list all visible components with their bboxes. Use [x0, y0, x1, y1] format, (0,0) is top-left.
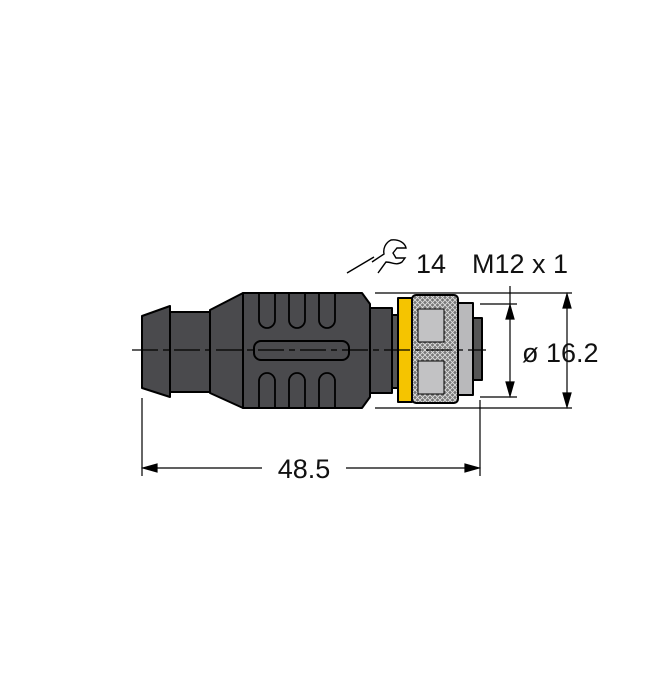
wrench-size-label: 14: [416, 249, 446, 279]
grip-grooves: [258, 293, 336, 408]
diameter-label: ø 16.2: [522, 338, 599, 368]
thread-label: M12 x 1: [472, 249, 568, 279]
nut-flat-top: [417, 308, 445, 343]
coupling-sleeve: [457, 302, 474, 396]
connector-face: [472, 317, 483, 381]
length-label: 48.5: [278, 454, 331, 484]
cable-boot: [141, 305, 171, 398]
boot-section: [169, 311, 211, 393]
wrench-icon: [346, 239, 407, 274]
nut-flat-bottom: [417, 360, 445, 395]
